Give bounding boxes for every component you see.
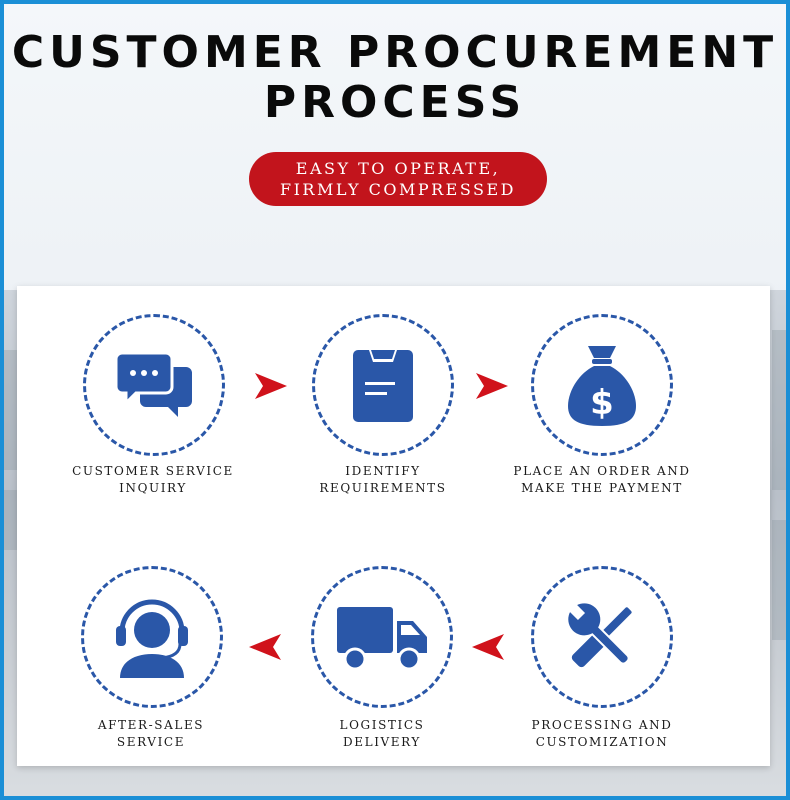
step-label: CUSTOMER SERVICE INQUIRY bbox=[72, 464, 234, 495]
delivery-truck-icon bbox=[337, 607, 427, 671]
title-line-1: CUSTOMER PROCUREMENT bbox=[11, 27, 779, 78]
arrow-right-icon bbox=[476, 373, 508, 399]
step-circle bbox=[83, 314, 225, 456]
tools-icon bbox=[568, 603, 632, 668]
clipboard-icon bbox=[353, 350, 413, 422]
step-label: PLACE AN ORDER AND MAKE THE PAYMENT bbox=[513, 464, 691, 495]
subtitle-badge: EASY TO OPERATE, FIRMLY COMPRESSED bbox=[249, 152, 547, 206]
step-label: AFTER-SALES SERVICE bbox=[97, 718, 205, 749]
arrow-right-icon bbox=[255, 373, 287, 399]
step-label: IDENTIFY REQUIREMENTS bbox=[319, 464, 447, 495]
step-label: LOGISTICS DELIVERY bbox=[339, 718, 425, 749]
step-circle: $ bbox=[531, 314, 673, 456]
arrow-left-icon bbox=[472, 634, 504, 660]
step-circle bbox=[312, 314, 454, 456]
step-circle bbox=[531, 566, 673, 708]
headset-agent-icon bbox=[116, 599, 188, 678]
money-bag-icon: $ bbox=[568, 346, 636, 426]
step-label: PROCESSING AND CUSTOMIZATION bbox=[531, 718, 673, 749]
arrow-left-icon bbox=[249, 634, 281, 660]
badge-line-1: EASY TO OPERATE, bbox=[295, 159, 501, 178]
chat-bubbles-icon bbox=[114, 351, 192, 417]
page-title: CUSTOMER PROCUREMENT PROCESS bbox=[0, 28, 790, 128]
svg-text:$: $ bbox=[590, 383, 614, 423]
process-panel: CUSTOMER SERVICE INQUIRY IDENTIFY REQUIR… bbox=[17, 286, 770, 766]
step-circle bbox=[311, 566, 453, 708]
badge-line-2: FIRMLY COMPRESSED bbox=[280, 180, 516, 199]
step-circle bbox=[81, 566, 223, 708]
title-line-2: PROCESS bbox=[263, 77, 527, 128]
